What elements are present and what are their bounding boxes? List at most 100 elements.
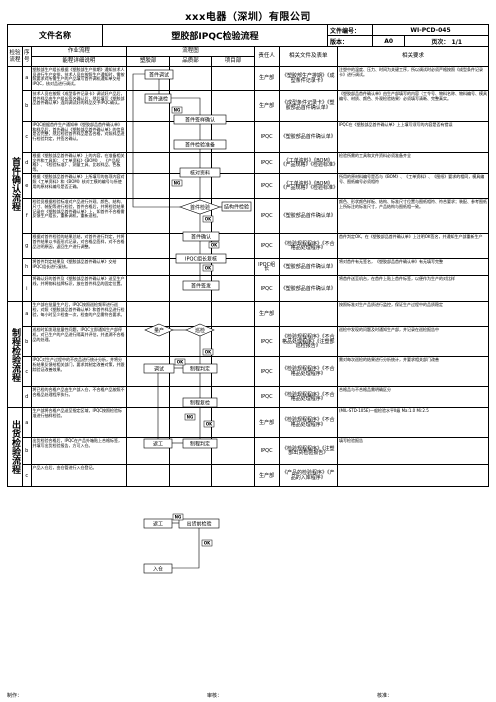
row-forms: 《工单资料》《BOM》《产品规格》《检验标准》 [278,173,338,200]
mass-prod-diamond [144,323,174,337]
row-desc: IPQC对生产过程中的不良品进行统计分析，并将分析结果反馈给相关部门，要求其制定… [30,356,128,388]
ok-1-text: OK [205,217,212,222]
verify-data-label: 核对资料 [190,169,210,176]
company-name: xxx电器（深圳）有限公司 [185,12,311,23]
lane-project-cell [211,151,255,175]
row-forms: 《产品的检验程序》《产品的入库程序》 [278,464,338,488]
adjust-label: 调试 [154,365,164,372]
row-desc: 生产部在批量生产后，IPQC按照巡检频率进行巡检，对照《塑胶部品首件确认单》和首… [30,301,128,328]
approved-by-label: 核准： [377,693,393,699]
row-seq: a [22,66,32,91]
ok-7-tag [201,539,213,547]
patrol-label: 巡检 [195,327,205,334]
col-seq: 序号 [22,46,32,67]
ok-6-text: OK [177,360,184,365]
row-desc: 根据《塑胶部品首件确认单》上的内容，在准备相关文件和工具如：《工单资料》《BOM… [30,151,128,175]
row-req: 按照标准对生产品质进行监控，保证生产过程中的品质稳定 [336,301,490,328]
row-forms: 《检验规程程序》《不合格品处理程序》 [278,407,338,439]
lane-quality-cell [168,301,213,328]
row-desc: 检验员根据检验标准对产品进行外观、颜色、结构、尺寸、装配等进行检验，首件合格后，… [30,198,128,235]
row-req: (MIL-STD-105E)一般检验水平II级 Ma:1.0 Mi:2.5 [336,407,490,439]
row-desc: IPQC根据首件生产通知单《塑胶部品首件确认单》和样品后，首先确认《塑胶部品首件… [30,121,128,153]
col-flow-group: 流程图 [126,46,255,57]
row-desc: 将首件判定结果及《塑胶部品首件确认单》交给IPQC组长进行复核。 [30,258,128,277]
first-adjust-label: 首件调试 [149,71,169,78]
ng-1-tag [171,106,183,114]
row-owner: 生产部 [253,464,280,488]
ipqc-review-label: IPQC组长复核 [185,255,217,262]
row-owner: IPQC [253,198,280,235]
prepare-tools-label: 首件检验准备 [185,141,215,148]
row-forms: 《检验规程程序》《不合格品处理程序》 [278,233,338,260]
row-forms: 《塑胶部品首件确认单》 [278,121,338,153]
proc-judge-label: 制程判定 [190,365,210,372]
ng-2-text: NG [174,181,181,186]
flowchart: 首件调试首件送检首件签样确认首件检验准备核对资料首件检验结构件检验首件确认IPQ… [132,69,252,574]
row-forms: 《工单资料》《BOM》《产品规格》《检验标准》 [278,151,338,175]
row-seq: f [22,198,32,235]
row-owner: IPQC [253,275,280,303]
first-submit-label: 首件送检 [148,95,168,102]
first-sign-label: 首件签发 [191,282,211,289]
lane-project-cell [211,437,255,466]
row-owner: IPQC [253,173,280,200]
page-value: 1/1 [451,38,463,46]
mass-prod-label: 量产 [154,327,164,334]
ng-4-tag [172,513,184,521]
version-label: 版本： [327,35,373,47]
row-desc: 将已检的合格产品由生产部入仓，不合格产品按照不合格品处理程序执行。 [30,386,128,409]
adjust-box [143,363,175,374]
row-forms: 《检验规程程序》《不合格品处理程序》《注塑部巡检报告》 [278,326,338,358]
row-desc: 巡检时如发现批量性问题，IPQC立即通知生产部停机，对已生产的产品进行隔离并评估… [30,326,128,358]
document-header: 文件名称 塑胶部IPQC检验流程 文件编号： WI-PCD-045 版本： A0… [7,24,489,47]
document-title: 塑胶部IPQC检验流程 [102,24,328,47]
row-forms: 《检验规程程序》《不合格品处理程序》 [278,356,338,388]
row-forms: 《检验规程程序》《不合格品处理程序》 [278,386,338,409]
confirm-first-label: 首件签样确认 [185,116,215,123]
file-name-label: 文件名称 [7,24,103,47]
col-section: 检验流程 [7,46,23,67]
version-value: A0 [384,37,394,45]
row-req: 需对每次巡检的结果进行分析统计，并要求相关部门改善 [336,356,490,388]
row-req: 首件判定OK，在《塑胶部品首件确认单》上注明OK签名，并通知生产部重新生产 [336,233,490,260]
row-owner: IPQC [253,356,280,388]
structure-check-box [221,201,252,212]
first-confirm-box [182,231,220,242]
row-owner: IPQC [253,437,280,466]
row-seq: a [22,407,32,439]
row-req: 注塑中的温度、压力、时间为关键工序，所以调试时必须严格按照《成型条件记录卡》进行… [336,66,490,91]
row-desc: 产品入仓后，由仓管进行入仓登记。 [30,464,128,488]
ok-2-text: OK [211,243,218,248]
row-owner: IPQC [253,121,280,153]
col-owner: 责任人 [253,46,280,67]
ng-4-text: NG [175,515,182,520]
file-no: WI-PCD-045 [372,24,489,36]
row-desc: 将确认好的首件及《塑胶部品首件确认单》送至生产线，并将物料挂牌标识，放在首件样品… [30,275,128,303]
lane-quality-cell [168,66,213,91]
warehouse-label: 入仓 [153,565,163,572]
checked-by-label: 审核： [207,693,223,699]
row-req: 填写检验报告 [336,437,490,466]
row-owner: 生产部 [253,90,280,122]
ok-5-text: OK [206,422,213,427]
page-label: 页次： [431,38,450,46]
ok-5-tag [203,420,215,428]
lane-molding-cell [126,121,170,153]
row-seq: i [22,275,32,303]
proc-judge-2-label: 制程判定 [190,440,210,447]
row-req [336,464,490,488]
rework-2-label: 返工 [153,520,163,527]
lane-project-cell [211,356,255,388]
ng-3-text: NG [187,415,194,420]
lane-project-cell [211,326,255,358]
file-no-label: 文件编号： [327,24,373,36]
row-seq: b [22,326,32,358]
ok-3-text: OK [205,266,212,271]
